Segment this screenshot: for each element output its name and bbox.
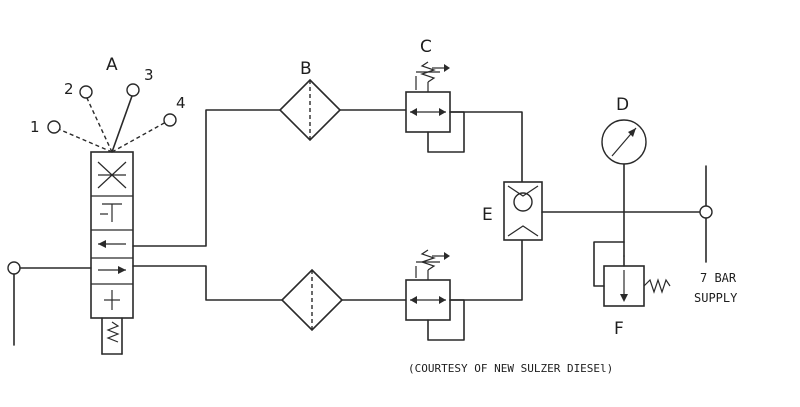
shuttle-valve-e: E (482, 181, 543, 241)
position-2-label: 2 (64, 80, 74, 98)
valve-lower-spring (420, 249, 436, 271)
position-3-knob (126, 83, 140, 97)
position-2-knob (79, 85, 93, 99)
position-4-label: 4 (176, 94, 186, 112)
position-4-knob (163, 113, 177, 127)
pressure-gauge-d: D (601, 95, 647, 165)
label-b: B (300, 59, 312, 79)
credit-text: (COURTESY OF NEW SULZER DIESEl) (408, 362, 613, 375)
position-1-knob (47, 120, 61, 134)
selector-valve-a: 1 2 3 4 A (30, 55, 186, 355)
label-a: A (106, 55, 118, 75)
valve-a-spring (106, 321, 120, 343)
label-f: F (614, 319, 624, 339)
supply-label-line1: 7 BAR (700, 271, 737, 285)
left-port (7, 261, 21, 275)
valve-f-spring (643, 278, 671, 294)
filter-b: B (278, 59, 342, 142)
position-1-label: 1 (30, 118, 40, 136)
label-c: C (420, 37, 432, 57)
filter-lower (280, 268, 344, 332)
label-d: D (616, 95, 629, 115)
relief-valve-f: F (603, 265, 671, 339)
supply-port (699, 205, 713, 219)
pressure-valve-lower (405, 249, 451, 321)
position-3-label: 3 (144, 66, 154, 84)
label-e: E (482, 205, 493, 225)
pressure-valve-c: C (405, 37, 451, 133)
supply-label-line2: SUPPLY (694, 291, 738, 305)
